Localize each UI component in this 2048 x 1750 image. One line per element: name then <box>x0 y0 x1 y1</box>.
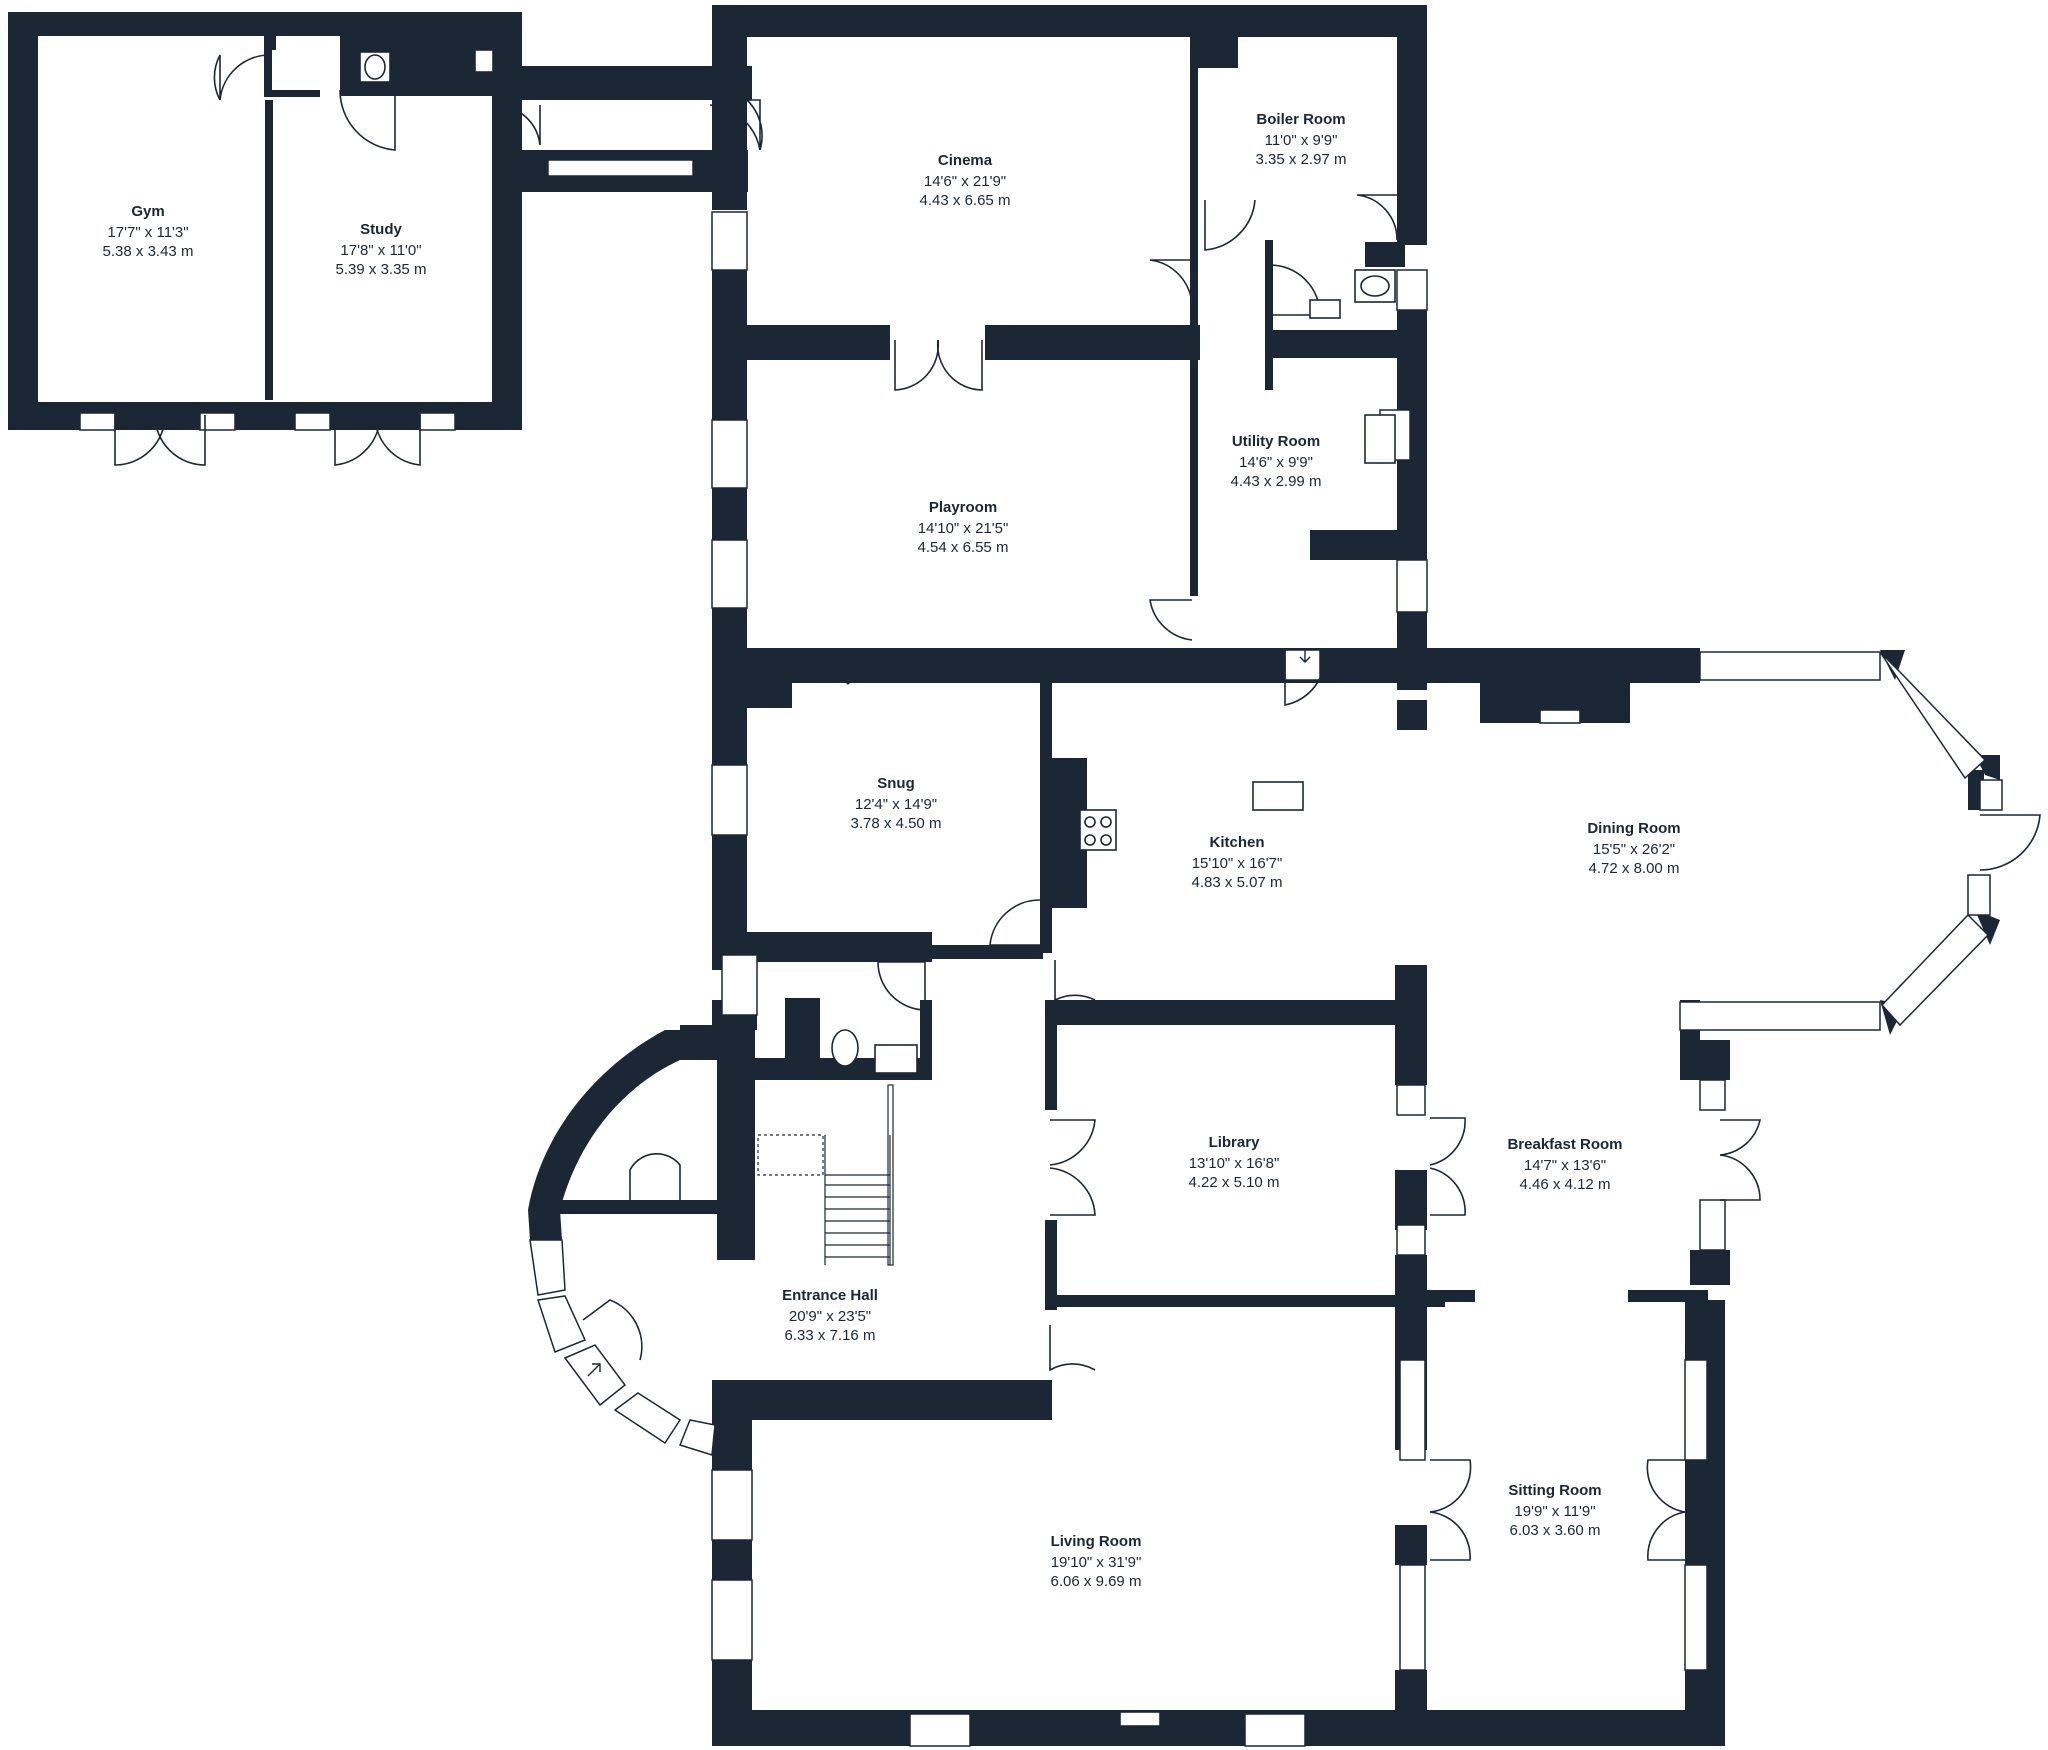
room-name: Kitchen <box>1209 834 1264 851</box>
room-label-library: Library 13'10" x 16'8" 4.22 x 5.10 m <box>1189 1134 1280 1191</box>
room-imperial: 17'7" x 11'3" <box>107 224 188 241</box>
room-imperial: 12'4" x 14'9" <box>855 796 937 813</box>
walls <box>8 5 2000 1746</box>
room-name: Entrance Hall <box>782 1287 878 1304</box>
room-label-boiler: Boiler Room 11'0" x 9'9" 3.35 x 2.97 m <box>1256 111 1347 168</box>
room-imperial: 19'9" x 11'9" <box>1514 1503 1595 1520</box>
room-name: Boiler Room <box>1256 111 1345 128</box>
room-label-breakfast: Breakfast Room 14'7" x 13'6" 4.46 x 4.12… <box>1507 1136 1622 1193</box>
room-label-hall: Entrance Hall 20'9" x 23'5" 6.33 x 7.16 … <box>782 1287 878 1344</box>
room-metric: 6.06 x 9.69 m <box>1051 1573 1142 1590</box>
room-metric: 4.83 x 5.07 m <box>1192 874 1283 891</box>
room-imperial: 15'5" x 26'2" <box>1593 841 1675 858</box>
room-label-snug: Snug 12'4" x 14'9" 3.78 x 4.50 m <box>851 775 942 832</box>
room-label-dining: Dining Room 15'5" x 26'2" 4.72 x 8.00 m <box>1587 820 1680 877</box>
room-name: Cinema <box>938 152 993 169</box>
room-label-playroom: Playroom 14'10" x 21'5" 4.54 x 6.55 m <box>918 499 1009 556</box>
fixtures <box>359 49 1581 1727</box>
room-imperial: 14'7" x 13'6" <box>1524 1157 1606 1174</box>
room-metric: 5.38 x 3.43 m <box>103 243 194 260</box>
room-name: Breakfast Room <box>1507 1136 1622 1153</box>
room-name: Living Room <box>1051 1533 1142 1550</box>
room-imperial: 19'10" x 31'9" <box>1051 1554 1142 1571</box>
room-name: Playroom <box>929 499 997 516</box>
room-name: Utility Room <box>1232 433 1320 450</box>
room-imperial: 14'10" x 21'5" <box>918 520 1009 537</box>
room-name: Gym <box>131 203 164 220</box>
room-label-study: Study 17'8" x 11'0" 5.39 x 3.35 m <box>336 221 427 278</box>
room-metric: 4.54 x 6.55 m <box>918 539 1009 556</box>
room-name: Study <box>360 221 402 238</box>
windows <box>79 159 2003 1747</box>
room-metric: 4.72 x 8.00 m <box>1589 860 1680 877</box>
room-imperial: 11'0" x 9'9" <box>1265 132 1338 149</box>
room-imperial: 15'10" x 16'7" <box>1192 855 1283 872</box>
room-metric: 6.33 x 7.16 m <box>785 1327 876 1344</box>
room-label-cinema: Cinema 14'6" x 21'9" 4.43 x 6.65 m <box>920 152 1011 209</box>
room-label-sitting: Sitting Room 19'9" x 11'9" 6.03 x 3.60 m <box>1508 1482 1601 1539</box>
room-metric: 6.03 x 3.60 m <box>1510 1522 1601 1539</box>
room-imperial: 17'8" x 11'0" <box>340 242 421 259</box>
diagonal-arrow-icon <box>587 1363 601 1377</box>
room-name: Library <box>1209 1134 1261 1151</box>
room-metric: 4.46 x 4.12 m <box>1520 1176 1611 1193</box>
room-metric: 3.35 x 2.97 m <box>1256 151 1347 168</box>
room-label-kitchen: Kitchen 15'10" x 16'7" 4.83 x 5.07 m <box>1192 834 1283 891</box>
room-imperial: 20'9" x 23'5" <box>789 1308 871 1325</box>
room-imperial: 13'10" x 16'8" <box>1189 1155 1280 1172</box>
doors <box>114 54 2041 1561</box>
room-metric: 4.43 x 2.99 m <box>1231 473 1322 490</box>
room-imperial: 14'6" x 21'9" <box>924 173 1006 190</box>
room-label-utility: Utility Room 14'6" x 9'9" 4.43 x 2.99 m <box>1231 433 1322 490</box>
room-metric: 4.43 x 6.65 m <box>920 192 1011 209</box>
room-label-gym: Gym 17'7" x 11'3" 5.38 x 3.43 m <box>103 203 194 260</box>
room-imperial: 14'6" x 9'9" <box>1239 454 1313 471</box>
room-name: Dining Room <box>1587 820 1680 837</box>
room-name: Snug <box>877 775 915 792</box>
down-arrow-icon <box>842 650 1311 685</box>
room-metric: 3.78 x 4.50 m <box>851 815 942 832</box>
room-name: Sitting Room <box>1508 1482 1601 1499</box>
room-metric: 4.22 x 5.10 m <box>1189 1174 1280 1191</box>
room-metric: 5.39 x 3.35 m <box>336 261 427 278</box>
room-label-living: Living Room 19'10" x 31'9" 6.06 x 9.69 m <box>1051 1533 1142 1590</box>
